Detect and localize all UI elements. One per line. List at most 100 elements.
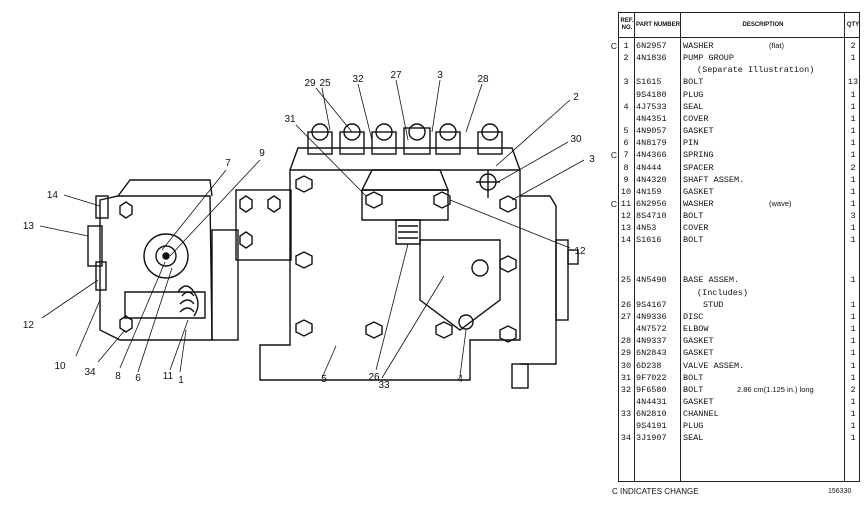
- description: SPACER: [683, 162, 714, 173]
- ref-number: 8: [623, 162, 629, 173]
- part-number: 9F6580: [636, 384, 667, 395]
- change-legend: C INDICATES CHANGE: [612, 487, 699, 496]
- side-plate: [235, 189, 292, 261]
- description: PIN: [683, 138, 699, 149]
- quantity: 1: [850, 101, 856, 112]
- quantity: 1: [850, 89, 856, 100]
- description: DISC: [683, 311, 704, 322]
- part-number: S1615: [636, 77, 662, 88]
- ref-number: 11: [620, 198, 632, 209]
- callout-30: 30: [570, 134, 582, 145]
- ref-number: 2: [623, 53, 629, 64]
- quantity: 1: [850, 275, 856, 286]
- ref-number: 3: [623, 77, 629, 88]
- quantity: 1: [850, 150, 856, 161]
- ref-number: 26: [620, 299, 632, 310]
- callout-34: 34: [84, 367, 96, 378]
- ref-number: 13: [620, 223, 632, 234]
- quantity: 1: [850, 311, 856, 322]
- quantity: 1: [850, 336, 856, 347]
- part-number: 6N2843: [636, 348, 667, 359]
- description: BOLT: [683, 372, 704, 383]
- quantity: 1: [850, 126, 856, 137]
- quantity: 2: [850, 162, 856, 173]
- header-qty: QTY: [846, 21, 860, 28]
- part-number: 3J1907: [636, 433, 667, 444]
- table-row: 29 6N2843 GASKET 1: [619, 347, 861, 359]
- callout-25: 25: [319, 78, 331, 89]
- ref-number: 28: [620, 336, 632, 347]
- ref-number: 4: [623, 101, 629, 112]
- header-ref: REF. NO.: [620, 18, 634, 31]
- table-header: REF. NO. PART NUMBER DESCRIPTION QTY: [619, 13, 859, 38]
- quantity: 1: [850, 421, 856, 432]
- callout-8: 8: [115, 371, 121, 382]
- quantity: 1: [850, 348, 856, 359]
- part-number: 6N2957: [636, 41, 667, 51]
- description-note: (wave): [769, 198, 792, 208]
- part-number: 4N9057: [636, 126, 667, 137]
- callout-14: 14: [47, 190, 59, 201]
- part-number: 4N8179: [636, 138, 667, 149]
- ref-number: 1: [623, 41, 629, 51]
- description: GASKET: [683, 126, 714, 137]
- callout-7: 7: [225, 158, 231, 169]
- description: PUMP GROUP: [683, 53, 735, 64]
- ref-number: 14: [620, 235, 632, 246]
- document-number: 156330: [828, 488, 852, 495]
- part-number: 4N9336: [636, 311, 667, 322]
- cover-boss: [87, 225, 103, 267]
- description: BOLT: [683, 211, 704, 222]
- description: SPRING: [683, 150, 714, 161]
- description: COVER: [683, 223, 709, 234]
- quantity: 2: [850, 384, 856, 395]
- ref-number: 31: [620, 372, 632, 383]
- leader-lines: [39, 79, 585, 379]
- quantity: 1: [850, 396, 856, 407]
- callout-1: 1: [178, 375, 184, 386]
- callout-4: 4: [457, 374, 463, 385]
- part-number: 4N159: [636, 186, 662, 197]
- part-number: 4N4320: [636, 174, 667, 185]
- description: GASKET: [683, 186, 714, 197]
- callout-3-right: 3: [589, 154, 595, 165]
- callout-10: 10: [54, 361, 66, 372]
- channel-plate: [419, 239, 501, 331]
- ref-number: 29: [620, 348, 632, 359]
- description: SEAL: [683, 433, 704, 444]
- callout-12-right: 12: [574, 246, 586, 257]
- spring: [177, 285, 199, 317]
- change-mark: C: [610, 198, 617, 209]
- ref-number: 10: [620, 186, 632, 197]
- quantity: 1: [850, 299, 856, 310]
- description: ELBOW: [683, 324, 709, 335]
- callout-32: 32: [352, 74, 364, 85]
- description: COVER: [683, 113, 709, 124]
- part-number: 4N53: [636, 223, 657, 234]
- description: GASKET: [683, 348, 714, 359]
- callout-6: 6: [135, 373, 141, 384]
- callout-33: 33: [378, 380, 390, 391]
- pump-housing: [259, 169, 521, 381]
- quantity: 1: [850, 235, 856, 246]
- quantity: 1: [850, 198, 856, 209]
- quantity: 1: [850, 174, 856, 185]
- end-plate: [520, 195, 557, 365]
- description: PLUG: [683, 89, 704, 100]
- callout-5: 5: [321, 374, 327, 385]
- callout-3-top: 3: [437, 70, 443, 81]
